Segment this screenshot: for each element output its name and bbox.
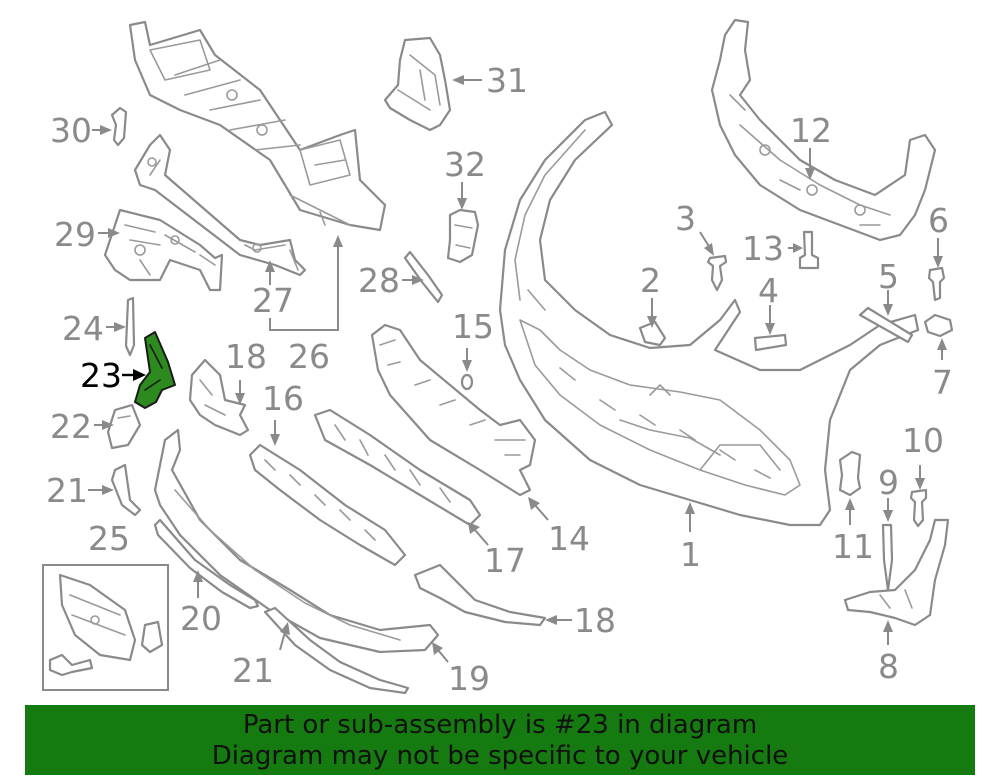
callout-2: 2 xyxy=(640,261,661,300)
part-12-upper-support xyxy=(710,18,937,242)
callout-32: 32 xyxy=(444,145,486,184)
part-32-bracket xyxy=(446,208,480,264)
banner-line-2: Diagram may not be specific to your vehi… xyxy=(211,741,789,771)
part-27-lower-bracket xyxy=(133,133,307,277)
part-21-clip-upper xyxy=(110,463,142,517)
callout-7: 7 xyxy=(932,363,953,402)
part-30-clip xyxy=(110,106,128,147)
part-18-lower-strip xyxy=(413,563,547,627)
callout-1: 1 xyxy=(680,535,701,574)
callout-19: 19 xyxy=(448,659,490,698)
callout-labels: 1 2 3 4 5 6 7 8 9 10 11 12 13 14 15 16 1… xyxy=(46,61,953,698)
callout-20: 20 xyxy=(180,599,222,638)
callout-21-upper: 21 xyxy=(46,471,88,510)
part-19-lower-valance xyxy=(153,428,440,654)
part-18-side-bracket-upper xyxy=(188,358,250,437)
callout-6: 6 xyxy=(928,201,949,240)
info-banner: Part or sub-assembly is #23 in diagram D… xyxy=(25,705,975,775)
callout-17: 17 xyxy=(484,541,526,580)
callout-10: 10 xyxy=(902,421,944,460)
callout-18-upper: 18 xyxy=(225,337,267,376)
callout-26: 26 xyxy=(288,337,330,376)
part-15-washer xyxy=(460,373,474,391)
leader-lines xyxy=(88,75,947,663)
part-7-clip xyxy=(923,313,954,338)
callout-15: 15 xyxy=(452,307,494,346)
part-4-pad xyxy=(753,333,788,352)
part-29-bracket xyxy=(103,208,224,292)
callout-3: 3 xyxy=(675,199,696,238)
callout-29: 29 xyxy=(54,215,96,254)
callout-23-highlighted: 23 xyxy=(80,356,122,395)
part-13-bolt xyxy=(798,230,820,270)
callout-22: 22 xyxy=(50,407,92,446)
part-31-upper-bracket xyxy=(383,36,452,132)
callout-14: 14 xyxy=(548,519,590,558)
part-20-lower-trim xyxy=(153,518,260,610)
callout-8: 8 xyxy=(878,647,899,686)
callout-9: 9 xyxy=(878,463,899,502)
part-26-reinforcement-beam xyxy=(128,20,387,232)
callout-16: 16 xyxy=(262,379,304,418)
part-21-trim-strip-lower xyxy=(263,606,410,695)
part-24-pin xyxy=(124,296,136,357)
part-17-absorber xyxy=(313,408,482,527)
part-1-bumper-cover xyxy=(498,110,920,527)
part-11-bracket xyxy=(838,450,862,497)
part-28-rod xyxy=(403,250,444,304)
callout-18-lower: 18 xyxy=(574,601,616,640)
part-10-push-clip xyxy=(909,488,928,528)
banner-line-1: Part or sub-assembly is #23 in diagram xyxy=(242,710,758,740)
callout-28: 28 xyxy=(358,261,400,300)
part-3-clip xyxy=(706,254,728,292)
part-23-highlighted-bracket xyxy=(134,331,176,409)
callout-24: 24 xyxy=(62,309,104,348)
callout-25: 25 xyxy=(88,519,130,558)
callout-30: 30 xyxy=(50,111,92,150)
part-9-pin xyxy=(881,523,894,592)
callout-31: 31 xyxy=(486,61,528,100)
part-8-side-bracket xyxy=(843,518,950,627)
part-16-grille-strip xyxy=(248,443,407,567)
callout-11: 11 xyxy=(832,527,874,566)
callout-27: 27 xyxy=(252,281,294,320)
part-14-energy-absorber xyxy=(370,323,537,497)
callout-5: 5 xyxy=(878,257,899,296)
callout-21-lower: 21 xyxy=(232,651,274,690)
callout-4: 4 xyxy=(758,271,779,310)
callout-13: 13 xyxy=(742,229,784,268)
part-25-license-bracket-box xyxy=(42,564,169,691)
part-6-bolt xyxy=(927,266,946,302)
part-22-bracket xyxy=(106,403,142,450)
callout-12: 12 xyxy=(790,111,832,150)
parts-diagram: 1 2 3 4 5 6 7 8 9 10 11 12 13 14 15 16 1… xyxy=(42,18,954,698)
part-5-strip xyxy=(858,306,914,344)
